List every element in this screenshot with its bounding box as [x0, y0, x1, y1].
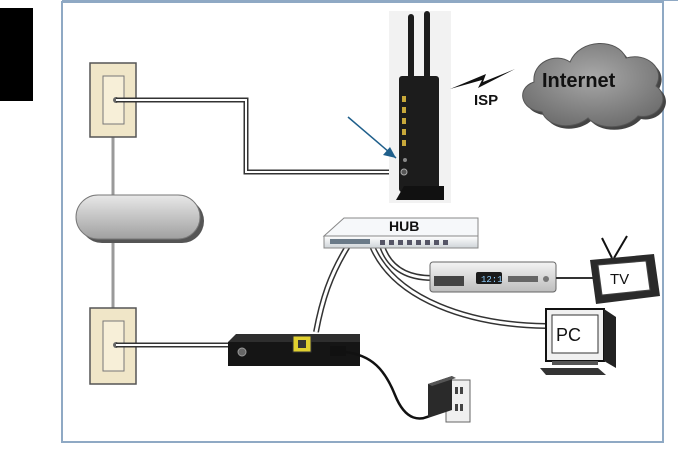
router-antenna-right [424, 11, 430, 80]
tv-icon [590, 236, 660, 304]
router [389, 11, 451, 203]
tv-label: TV [610, 271, 629, 288]
isp-label: ISP [474, 92, 498, 109]
pc-label: PC [556, 325, 581, 345]
lightning-icon [450, 69, 515, 89]
router-antenna-left [408, 14, 414, 80]
cable-box-display: 12:1 [481, 275, 503, 285]
splitter-pill [76, 195, 204, 243]
coax-cable-top [116, 100, 404, 172]
port-arrow [348, 117, 396, 158]
internet-label: Internet [542, 70, 616, 92]
hub-label: HUB [389, 218, 419, 234]
